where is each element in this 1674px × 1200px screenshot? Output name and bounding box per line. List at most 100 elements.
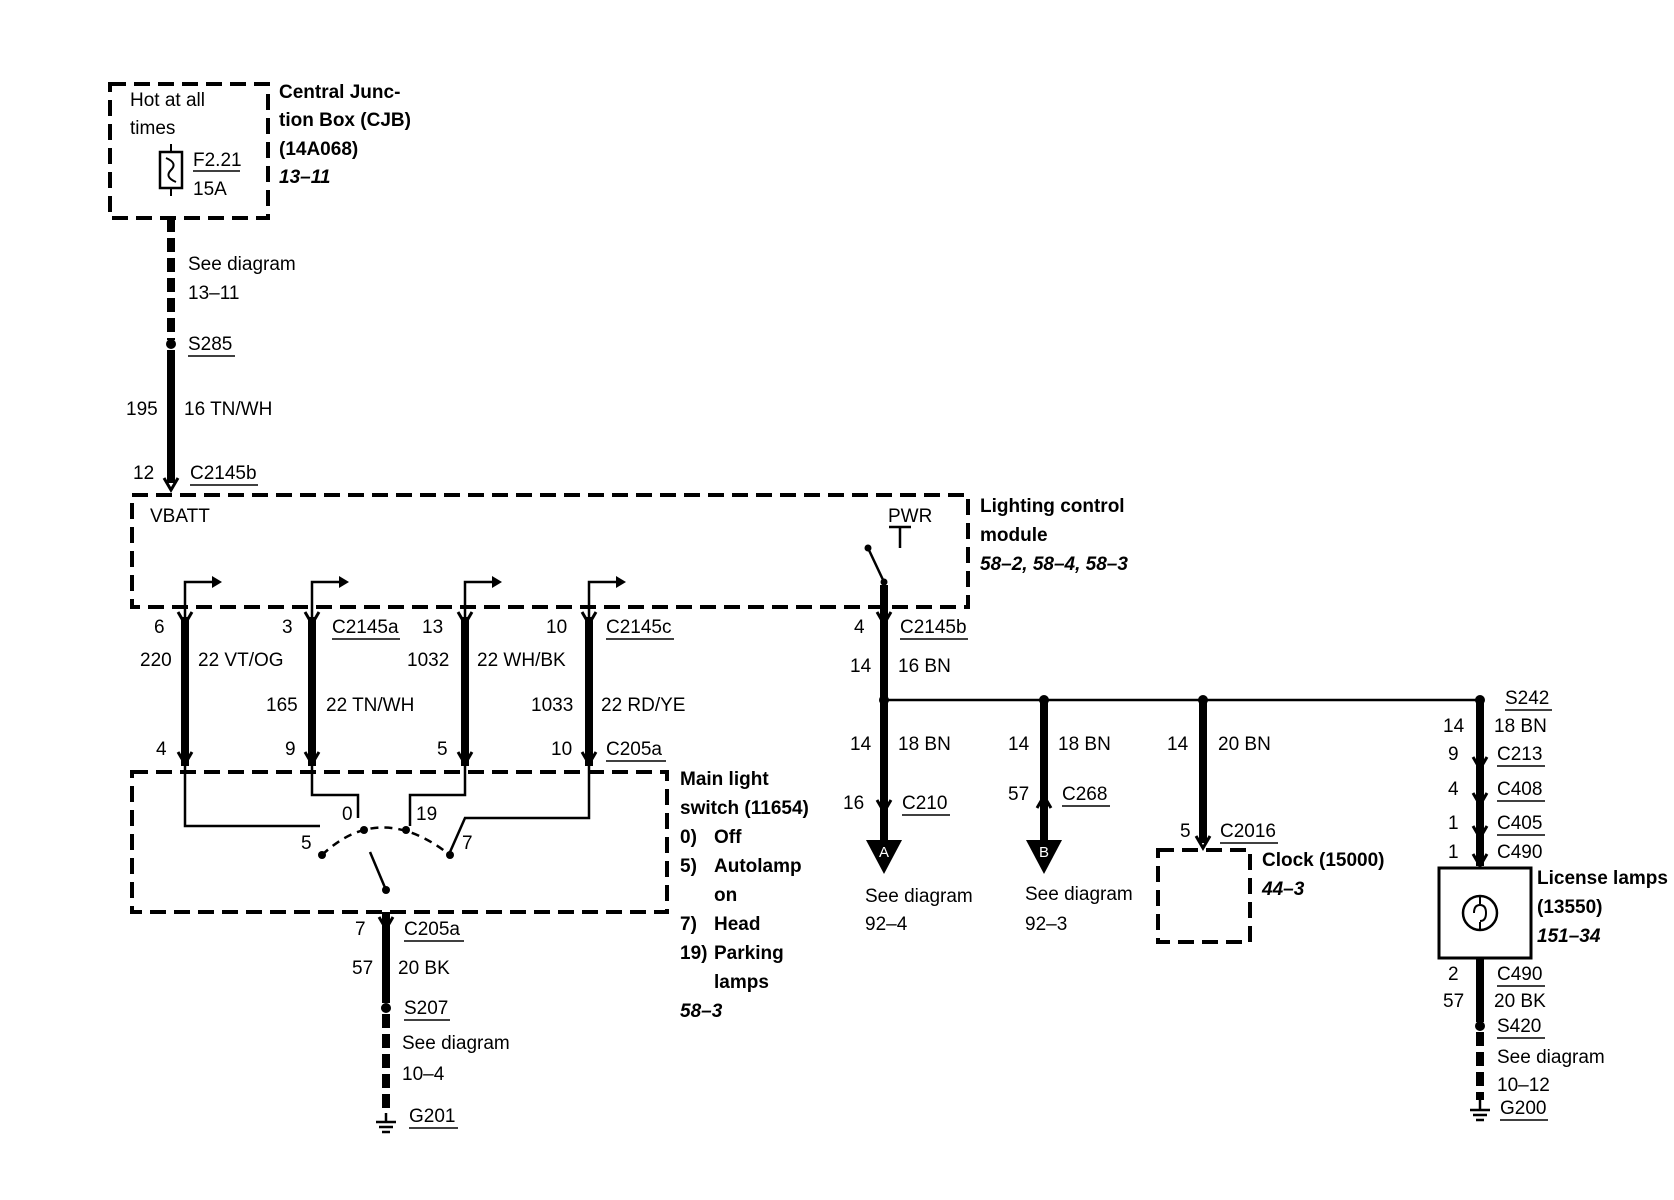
ground-g201-label: G201 (409, 1106, 455, 1127)
circuit-1033: 1033 (531, 695, 573, 716)
license-see: See diagram (1497, 1047, 1605, 1068)
license-lamps-branch: S242 14 18 BN 9 C213 4 C408 1 C405 1 C49… (1437, 688, 1668, 1122)
output-pin: 4 (854, 617, 865, 638)
wire-vt-og: 22 VT/OG (198, 650, 284, 671)
switch-pos-5: 5 (301, 833, 312, 854)
branch-b-connector: C268 (1062, 784, 1107, 805)
cjb-hot-line1: Hot at all (130, 90, 205, 111)
lamp-bulb-icon (1461, 894, 1499, 932)
license-see-ref: 10–12 (1497, 1075, 1550, 1096)
output-connector: C2145b (900, 617, 967, 638)
license-pin-4: 1 (1448, 842, 1459, 863)
legend-text-off: Off (714, 827, 742, 848)
legend-num-19: 19) (680, 943, 707, 964)
legend-num-7: 7) (680, 914, 697, 935)
lcm-title-line1: Lighting control (980, 496, 1125, 517)
feed-circuit: 195 (126, 399, 158, 420)
branch-b-letter: B (1039, 844, 1049, 861)
ground-g201-icon (376, 1113, 396, 1134)
branch-a-see-ref: 92–4 (865, 914, 908, 935)
feed-wire-color: 16 TN/WH (184, 399, 272, 420)
branch-a-circuit: 14 (850, 734, 872, 755)
lcm-title-line2: module (980, 525, 1048, 546)
ground-g200-icon (1470, 1100, 1490, 1122)
splice-s285-label: S285 (188, 334, 232, 355)
clock-circuit: 14 (1167, 734, 1189, 755)
pin-top-1: 6 (154, 617, 165, 638)
ground-g200-label: G200 (1500, 1098, 1546, 1119)
circuit-220: 220 (140, 650, 172, 671)
feed-connector: C2145b (190, 463, 257, 484)
branch-b-circuit: 14 (1008, 734, 1030, 755)
legend-text-head: Head (714, 914, 760, 935)
cjb-title-line3: (14A068) (279, 139, 358, 160)
connector-c2145a: C2145a (332, 617, 399, 638)
pin-top-3: 13 (422, 617, 443, 638)
switch-pos-7: 7 (462, 833, 473, 854)
license-circuit: 14 (1443, 716, 1465, 737)
switch-pos-19: 19 (416, 804, 437, 825)
legend-text-on: on (714, 885, 737, 906)
legend-num-5: 5) (680, 856, 697, 877)
legend-text-lamps: lamps (714, 972, 769, 993)
main-light-switch: 0 19 5 7 Main light switch (11654) 0) Of… (130, 766, 809, 1022)
connector-c205a-top: C205a (606, 739, 662, 760)
pin-bottom-3: 5 (437, 739, 448, 760)
legend-text-parking: Parking (714, 943, 784, 964)
license-wire: 18 BN (1494, 716, 1547, 737)
output-bus: 4 C2145b 14 16 BN (850, 585, 1485, 843)
ground-left-pin: 7 (355, 919, 366, 940)
output-circuit: 14 (850, 656, 872, 677)
clock-title: Clock (15000) (1262, 850, 1385, 871)
branch-a-pin: 16 (843, 793, 864, 814)
switch-ref: 58–3 (680, 1001, 723, 1022)
wire-rd-ye: 22 RD/YE (601, 695, 685, 716)
pin-top-4: 10 (546, 617, 567, 638)
license-title-line2: (13550) (1537, 897, 1603, 918)
ground-left-connector: C205a (404, 919, 460, 940)
splice-s207-label: S207 (404, 998, 448, 1019)
fuse-rating: 15A (193, 179, 227, 200)
vbatt-label: VBATT (150, 506, 210, 527)
splice-s242-label: S242 (1505, 688, 1549, 709)
splice-dot-s285 (166, 339, 176, 349)
license-pin-3: 1 (1448, 813, 1459, 834)
switch-title-line1: Main light (680, 769, 769, 790)
ground-left-wire: 20 BK (398, 958, 450, 979)
license-title-line1: License lamps (1537, 868, 1668, 889)
connector-c2145c: C2145c (606, 617, 672, 638)
ground-left-see-ref: 10–4 (402, 1064, 445, 1085)
cjb-hot-line2: times (130, 118, 175, 139)
switch-title-line2: switch (11654) (680, 798, 809, 819)
lcm-ref: 58–2, 58–4, 58–3 (980, 554, 1128, 575)
ground-left: 7 C205a 57 20 BK S207 See diagram 10–4 G… (352, 912, 510, 1134)
connector-c213: C213 (1497, 744, 1542, 765)
ground-left-circuit: 57 (352, 958, 373, 979)
ground-left-see: See diagram (402, 1033, 510, 1054)
connector-c490-top: C490 (1497, 842, 1542, 863)
legend-text-autolamp: Autolamp (714, 856, 802, 877)
cjb-ref: 13–11 (279, 167, 330, 188)
fuse-id: F2.21 (193, 150, 242, 171)
clock-ref: 44–3 (1261, 879, 1305, 900)
connector-c405: C405 (1497, 813, 1542, 834)
cjb-title-line1: Central Junc- (279, 82, 400, 103)
central-junction-box: Hot at all times F2.21 15A Central Junc-… (108, 82, 411, 220)
feed-see-label: See diagram (188, 254, 296, 275)
license-gnd-wire: 20 BK (1494, 991, 1546, 1012)
wire-tn-wh: 22 TN/WH (326, 695, 414, 716)
pwr-label: PWR (888, 506, 932, 527)
branch-a-wire: 18 BN (898, 734, 951, 755)
branch-a-letter: A (879, 844, 889, 861)
connector-c408: C408 (1497, 779, 1542, 800)
branch-b-see-ref: 92–3 (1025, 914, 1067, 935)
branch-a-connector: C210 (902, 793, 947, 814)
license-pin-2: 4 (1448, 779, 1459, 800)
lighting-control-module: VBATT PWR Lighting control module 58–2, … (130, 493, 1128, 621)
license-out-pin: 2 (1448, 964, 1459, 985)
connector-c490-bottom: C490 (1497, 964, 1542, 985)
branch-b-wire: 18 BN (1058, 734, 1111, 755)
branch-b: B 14 18 BN 57 C268 See diagram 92–3 (1008, 700, 1133, 935)
wire-wh-bk: 22 WH/BK (477, 650, 566, 671)
